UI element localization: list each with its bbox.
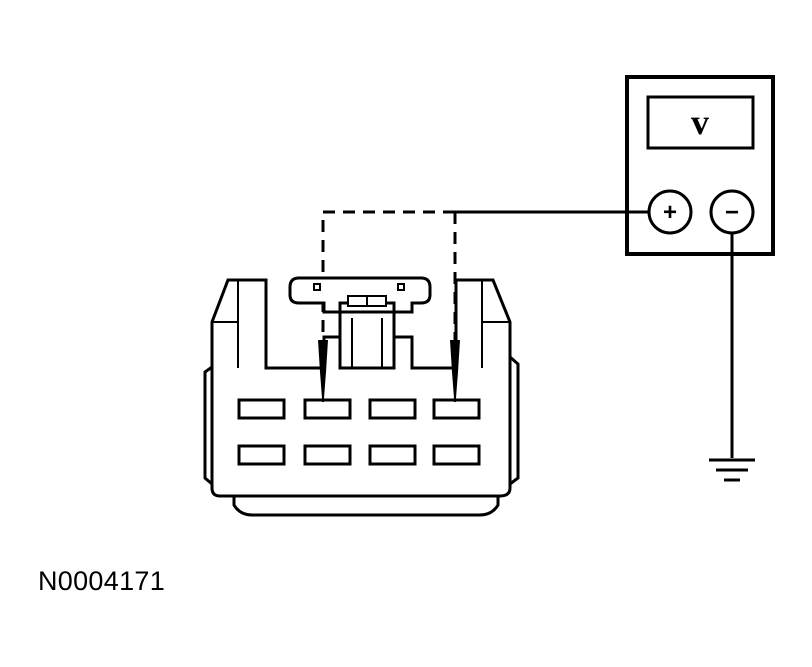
connector-right-rib: [509, 355, 520, 486]
connector-left-rib: [203, 365, 213, 486]
test-probe-icon: [318, 340, 328, 402]
pin-cavity: [432, 398, 481, 420]
voltmeter-display-symbol: v: [691, 102, 709, 142]
positive-terminal-symbol: +: [663, 199, 677, 226]
negative-terminal-symbol: −: [725, 199, 739, 226]
voltmeter-display: [646, 95, 755, 150]
pin-cavity: [303, 398, 352, 420]
pin-cavity: [368, 444, 417, 466]
connector-bottom-flange: [232, 496, 500, 517]
connector-release-tab: [338, 310, 396, 370]
pin-cavity: [368, 398, 417, 420]
pin-cavity: [237, 398, 286, 420]
alternate-probe-path: [321, 210, 455, 342]
ground-symbol-icon: [709, 458, 755, 482]
voltmeter-icon: v + −: [625, 75, 775, 256]
pin-cavity: [237, 444, 286, 466]
figure-id-label: N0004171: [38, 566, 166, 596]
connector: [203, 276, 520, 517]
pin-cavity: [303, 444, 352, 466]
test-probe-icon: [450, 340, 460, 402]
pin-cavity: [432, 444, 481, 466]
